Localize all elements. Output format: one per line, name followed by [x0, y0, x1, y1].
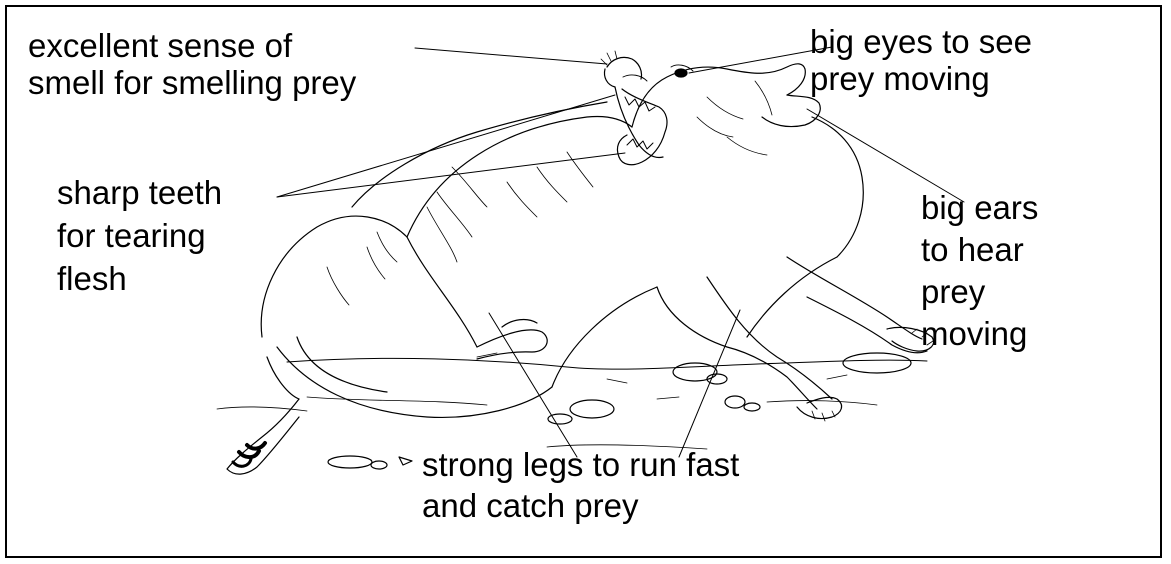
pointer-legs-left	[489, 313, 577, 457]
label-ears-line-4: moving	[921, 313, 1038, 355]
label-ears-line-2: to hear	[921, 229, 1038, 271]
label-eyes-line-2: prey moving	[810, 60, 1032, 97]
pointer-smell	[415, 48, 607, 64]
label-legs-line-2: and catch prey	[422, 485, 739, 526]
label-legs: strong legs to run fast and catch prey	[422, 444, 739, 526]
label-legs-line-1: strong legs to run fast	[422, 444, 739, 485]
label-ears-line-3: prey	[921, 271, 1038, 313]
fox-body	[327, 102, 863, 387]
label-teeth-line-1: sharp teeth	[57, 171, 222, 214]
label-ears-line-1: big ears	[921, 187, 1038, 229]
label-teeth-line-3: flesh	[57, 257, 222, 300]
pointer-teeth-upper	[277, 95, 615, 197]
label-teeth: sharp teeth for tearing flesh	[57, 171, 222, 300]
pointer-legs-right	[679, 310, 740, 457]
diagram-frame: excellent sense of smell for smelling pr…	[5, 5, 1162, 558]
label-eyes-line-1: big eyes to see	[810, 23, 1032, 60]
label-ears: big ears to hear prey moving	[921, 187, 1038, 355]
label-smell-line-2: smell for smelling prey	[28, 64, 356, 101]
fox-legs	[657, 257, 934, 421]
label-teeth-line-2: for tearing	[57, 214, 222, 257]
pointer-teeth-lower	[277, 153, 625, 197]
label-smell-line-1: excellent sense of	[28, 27, 356, 64]
label-eyes: big eyes to see prey moving	[810, 23, 1032, 97]
fox-head	[601, 51, 820, 165]
label-smell: excellent sense of smell for smelling pr…	[28, 27, 356, 101]
